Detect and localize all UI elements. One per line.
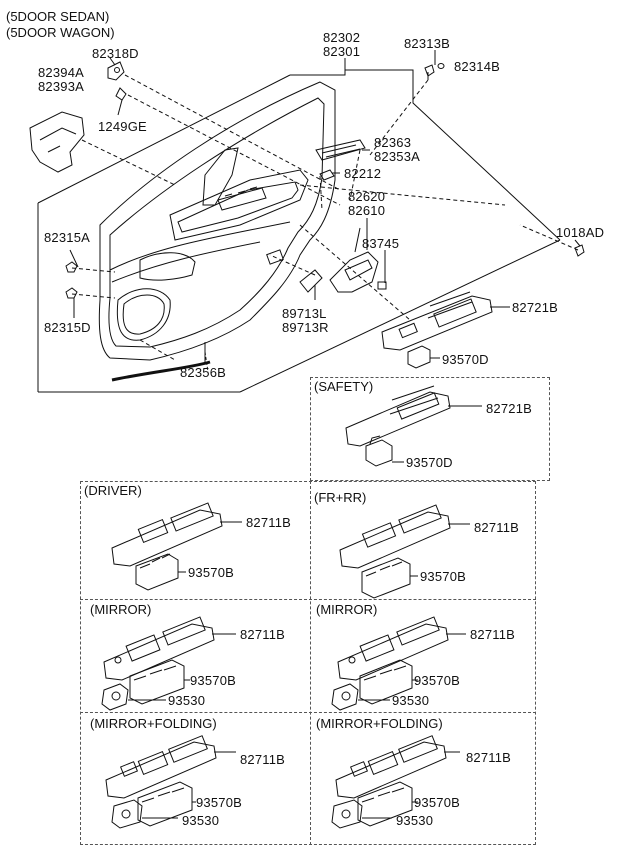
driver-switch-art	[111, 502, 242, 591]
label-leaders	[69, 50, 581, 362]
label-82301: 82301	[323, 44, 361, 59]
panel-mirror-folding-right-part2: 93570B	[414, 795, 461, 810]
clip-82318d	[107, 61, 127, 101]
label-83745: 83745	[362, 236, 400, 251]
mirror-folding-right-switch-art	[331, 735, 460, 829]
label-89713r: 89713R	[282, 320, 329, 335]
panel-mirror-right-title: (MIRROR)	[316, 602, 378, 617]
label-82315a: 82315A	[44, 230, 91, 245]
clip-82315d	[65, 287, 78, 299]
clip-82315a	[65, 261, 78, 273]
leader-lines	[71, 74, 579, 361]
panel-fr-rr-title: (FR+RR)	[314, 490, 367, 505]
panel-mirror-folding-right-title: (MIRROR+FOLDING)	[316, 716, 443, 731]
panel-safety-part2: 93570D	[406, 455, 453, 470]
label-82721b-main: 82721B	[512, 300, 559, 315]
label-82318d: 82318D	[92, 46, 139, 61]
panel-fr-rr-part2: 93570B	[420, 569, 467, 584]
panel-divider-row1	[80, 599, 536, 600]
label-82356b: 82356B	[180, 365, 227, 380]
assembly-outline	[37, 69, 561, 393]
label-89713l: 89713L	[282, 306, 327, 321]
label-1249ge: 1249GE	[98, 119, 147, 134]
label-93570d-main: 93570D	[442, 352, 489, 367]
screw-82313b	[424, 63, 445, 80]
panel-mirror-folding-right-part1: 82711B	[466, 750, 512, 765]
panel-mirror-left-title: (MIRROR)	[90, 602, 152, 617]
panel-safety-box	[310, 377, 550, 481]
cover-82363	[315, 139, 366, 161]
panel-mirror-left-part2: 93570B	[190, 673, 237, 688]
fr-rr-switch-art	[339, 504, 470, 599]
model-line-wagon: (5DOOR WAGON)	[6, 25, 115, 40]
label-82212: 82212	[344, 166, 382, 181]
label-1018ad: 1018AD	[556, 225, 605, 240]
weatherstrip-82356b	[111, 360, 211, 382]
panel-mirror-right-part3: 93530	[392, 693, 430, 708]
panel-mirror-left-part1: 82711B	[240, 627, 286, 642]
mirror-left-switch-art	[101, 616, 236, 711]
model-line-sedan: (5DOOR SEDAN)	[6, 9, 110, 24]
piece-83745	[377, 281, 387, 290]
panel-mirror-left-part3: 93530	[168, 693, 206, 708]
panel-safety-part1: 82721B	[486, 401, 533, 416]
label-82610: 82610	[348, 203, 386, 218]
panel-mirror-folding-right-part3: 93530	[396, 813, 434, 828]
label-82394a: 82394A	[38, 65, 85, 80]
label-82393a: 82393A	[38, 79, 85, 94]
label-82620: 82620	[348, 189, 386, 204]
pad-89713l	[299, 269, 323, 293]
label-82315d: 82315D	[44, 320, 91, 335]
label-82353a: 82353A	[374, 149, 421, 164]
panel-mirror-right-part1: 82711B	[470, 627, 516, 642]
bracket-82394a	[29, 111, 85, 173]
panel-divider-row2	[80, 712, 536, 713]
switch-93570d-main	[407, 345, 431, 369]
label-82314b: 82314B	[454, 59, 501, 74]
mirror-folding-left-switch-art	[105, 735, 236, 829]
label-82313b: 82313B	[404, 36, 451, 51]
inside-handle-82620	[329, 227, 379, 293]
panel-driver-part2: 93570B	[188, 565, 235, 580]
panel-safety-title: (SAFETY)	[314, 379, 374, 394]
panel-mirror-folding-left-title: (MIRROR+FOLDING)	[90, 716, 217, 731]
panel-fr-rr-part1: 82711B	[474, 520, 520, 535]
door-trim-panel	[98, 81, 336, 361]
cap-82212	[319, 169, 335, 181]
switch-panel-82721b-main	[381, 291, 493, 351]
mirror-right-switch-art	[331, 616, 466, 711]
panel-mirror-folding-left-part1: 82711B	[240, 752, 286, 767]
screw-1018ad	[574, 244, 585, 257]
panel-mirror-right-part2: 93570B	[414, 673, 461, 688]
panel-variants-box	[80, 481, 536, 845]
label-82302: 82302	[323, 30, 361, 45]
panel-mirror-folding-left-part2: 93570B	[196, 795, 243, 810]
label-82363: 82363	[374, 135, 412, 150]
panel-mirror-folding-left-part3: 93530	[182, 813, 220, 828]
panel-driver-title: (DRIVER)	[84, 483, 142, 498]
panel-divider-vertical	[310, 481, 311, 845]
safety-switch-art	[345, 385, 482, 467]
panel-driver-part1: 82711B	[246, 515, 292, 530]
